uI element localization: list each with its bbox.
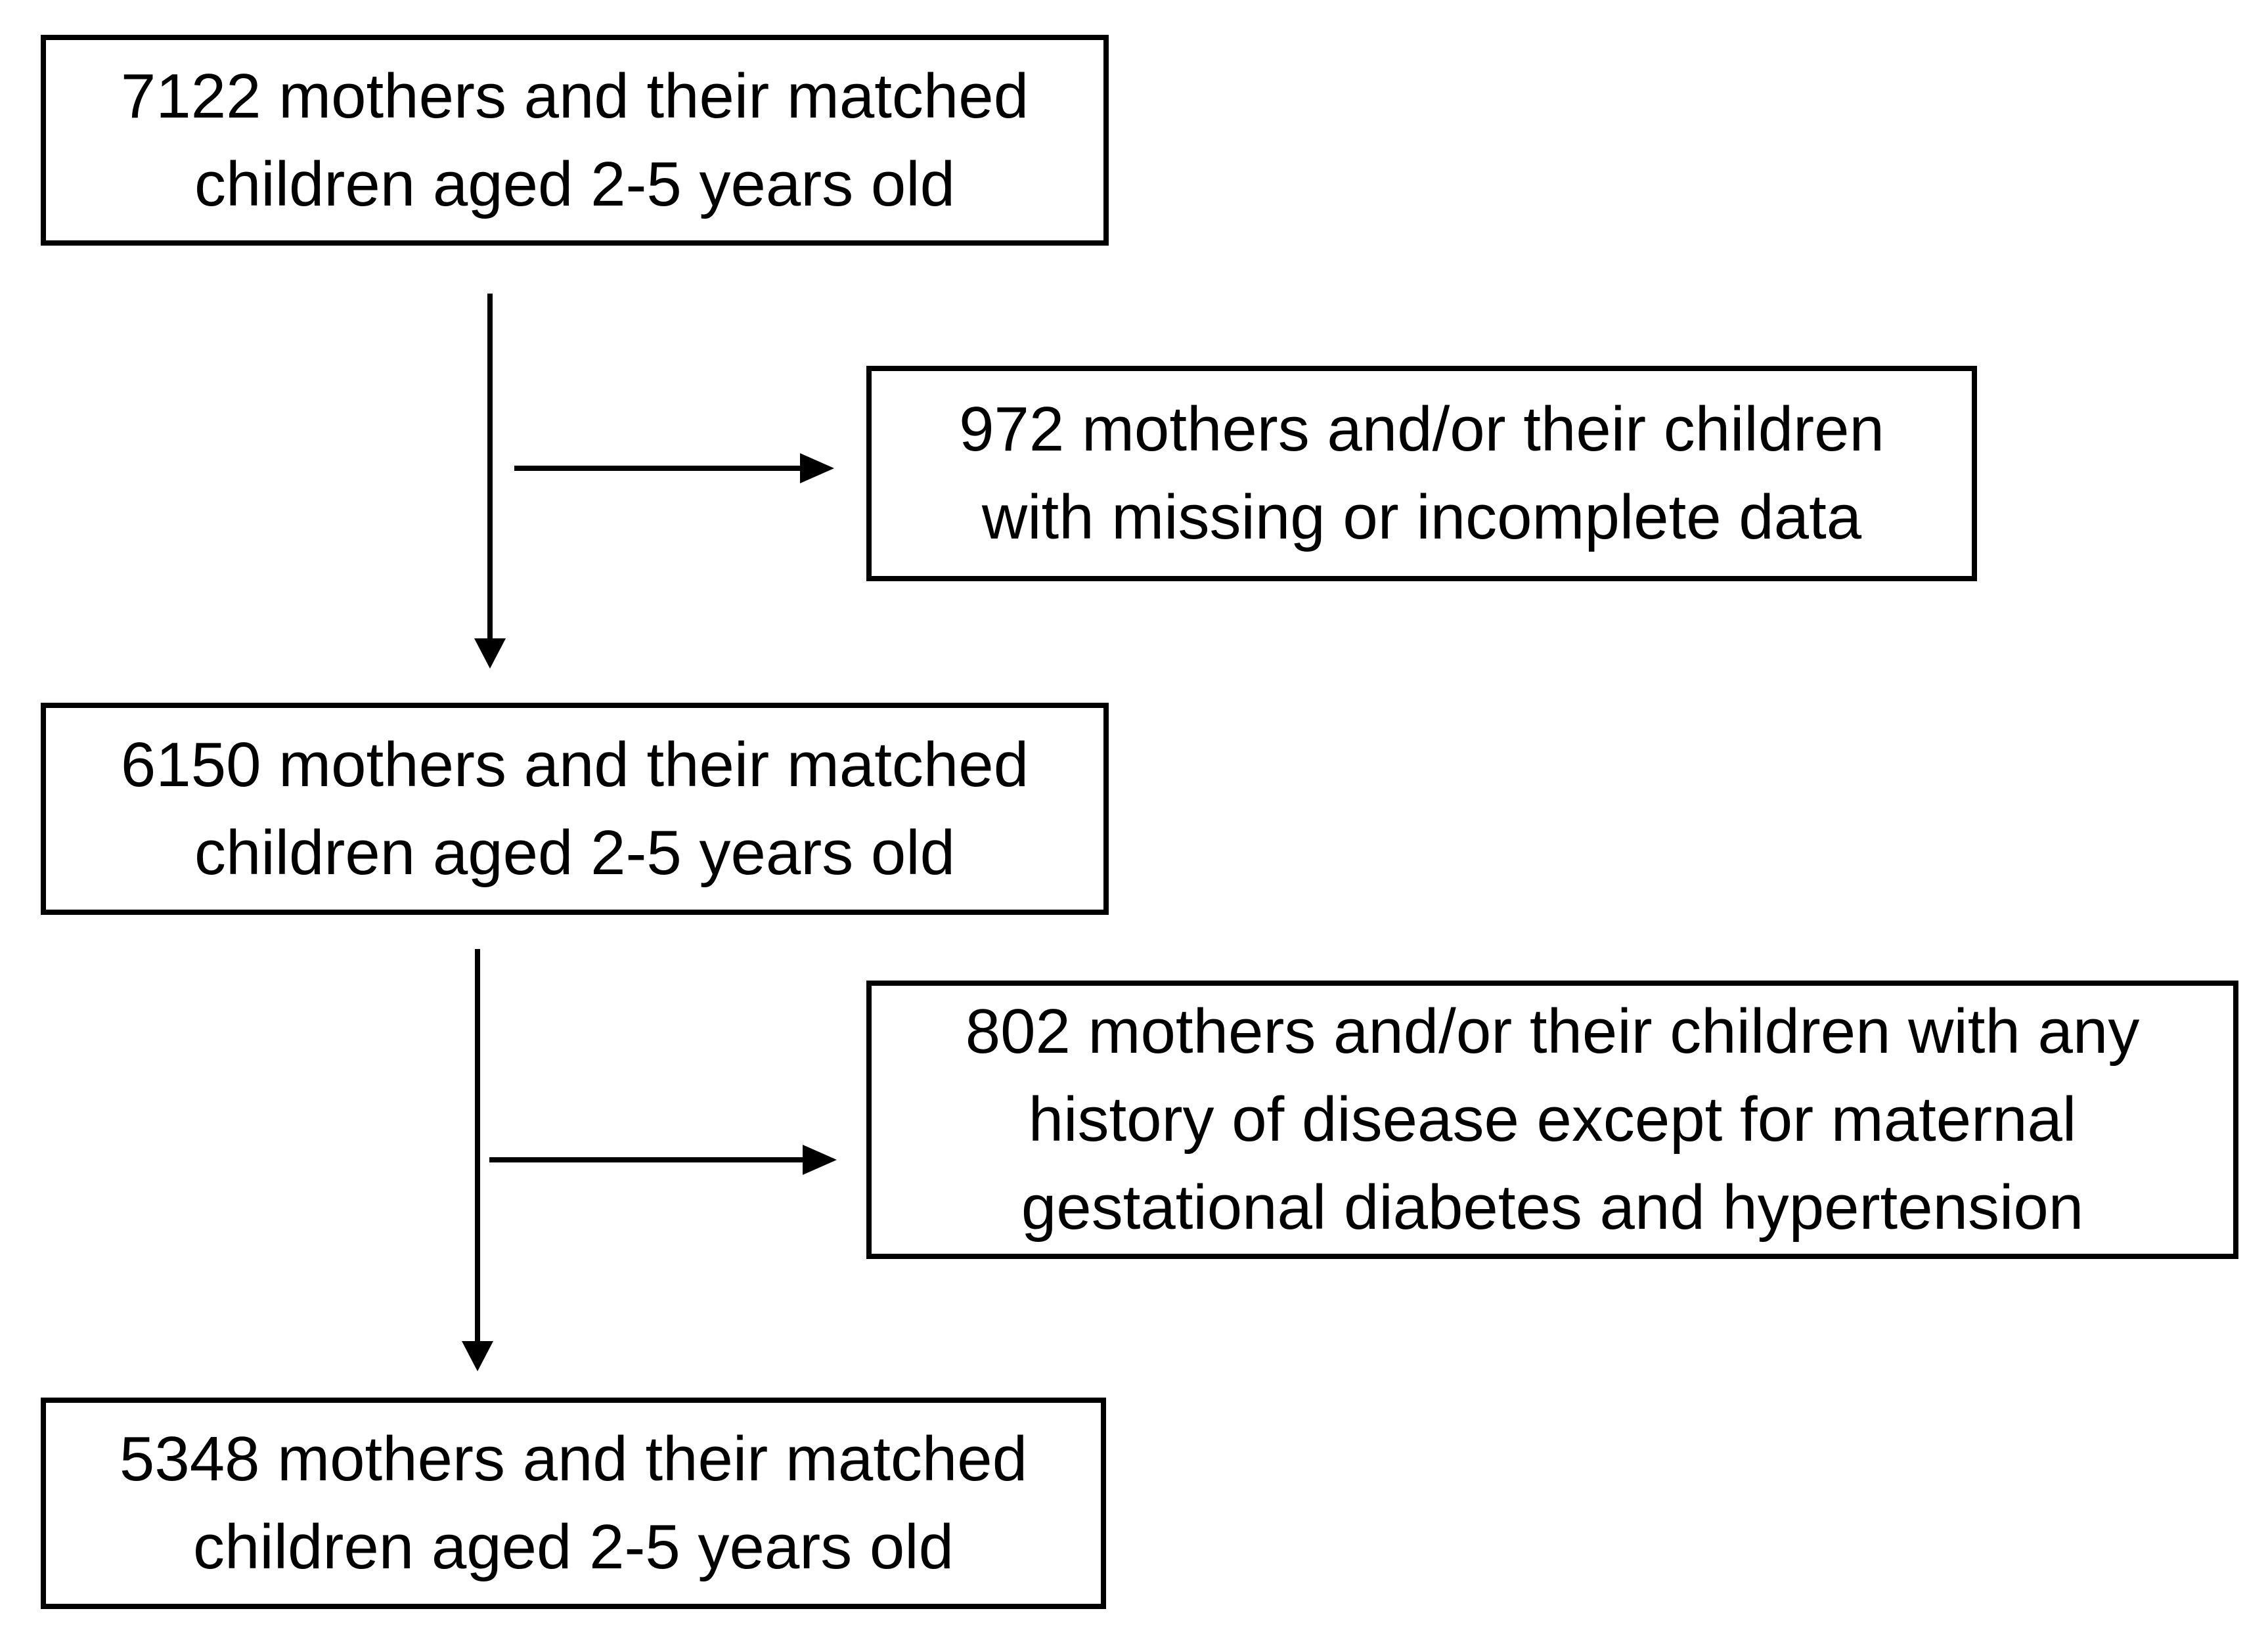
box-excluded-missing-data: 972 mothers and/or their children with m… bbox=[866, 366, 1977, 581]
box-initial-cohort: 7122 mothers and their matched children … bbox=[41, 35, 1109, 246]
box-excluded-missing-line2: with missing or incomplete data bbox=[981, 482, 1862, 552]
box-after-first-line2: children aged 2-5 years old bbox=[194, 817, 956, 888]
branch-line-excluded-disease bbox=[489, 1157, 803, 1162]
arrowhead-right-icon bbox=[800, 453, 834, 483]
arrowhead-right-icon bbox=[803, 1145, 837, 1175]
branch-line-excluded-missing bbox=[514, 466, 800, 471]
box-excluded-missing-line1: 972 mothers and/or their children bbox=[959, 394, 1884, 464]
box-final-cohort-line2: children aged 2-5 years old bbox=[192, 1512, 954, 1582]
arrowhead-down-icon bbox=[474, 638, 506, 669]
box-cohort-after-first-exclusion: 6150 mothers and their matched children … bbox=[41, 703, 1109, 915]
arrowhead-down-icon bbox=[462, 1341, 493, 1371]
box-final-cohort-line1: 5348 mothers and their matched bbox=[119, 1424, 1028, 1494]
box-excluded-disease-history: 802 mothers and/or their children with a… bbox=[866, 981, 2238, 1259]
box-excluded-disease-line2: history of disease except for maternal bbox=[1028, 1084, 2077, 1155]
flow-line-after-first-to-final bbox=[475, 949, 480, 1341]
box-initial-cohort-line1: 7122 mothers and their matched bbox=[120, 60, 1029, 131]
box-excluded-disease-line3: gestational diabetes and hypertension bbox=[1021, 1172, 2084, 1243]
box-initial-cohort-line2: children aged 2-5 years old bbox=[194, 148, 956, 219]
box-final-cohort: 5348 mothers and their matched children … bbox=[41, 1398, 1106, 1609]
box-after-first-line1: 6150 mothers and their matched bbox=[120, 729, 1029, 800]
box-excluded-disease-line1: 802 mothers and/or their children with a… bbox=[965, 996, 2140, 1067]
flow-line-initial-to-after-first bbox=[487, 294, 493, 638]
